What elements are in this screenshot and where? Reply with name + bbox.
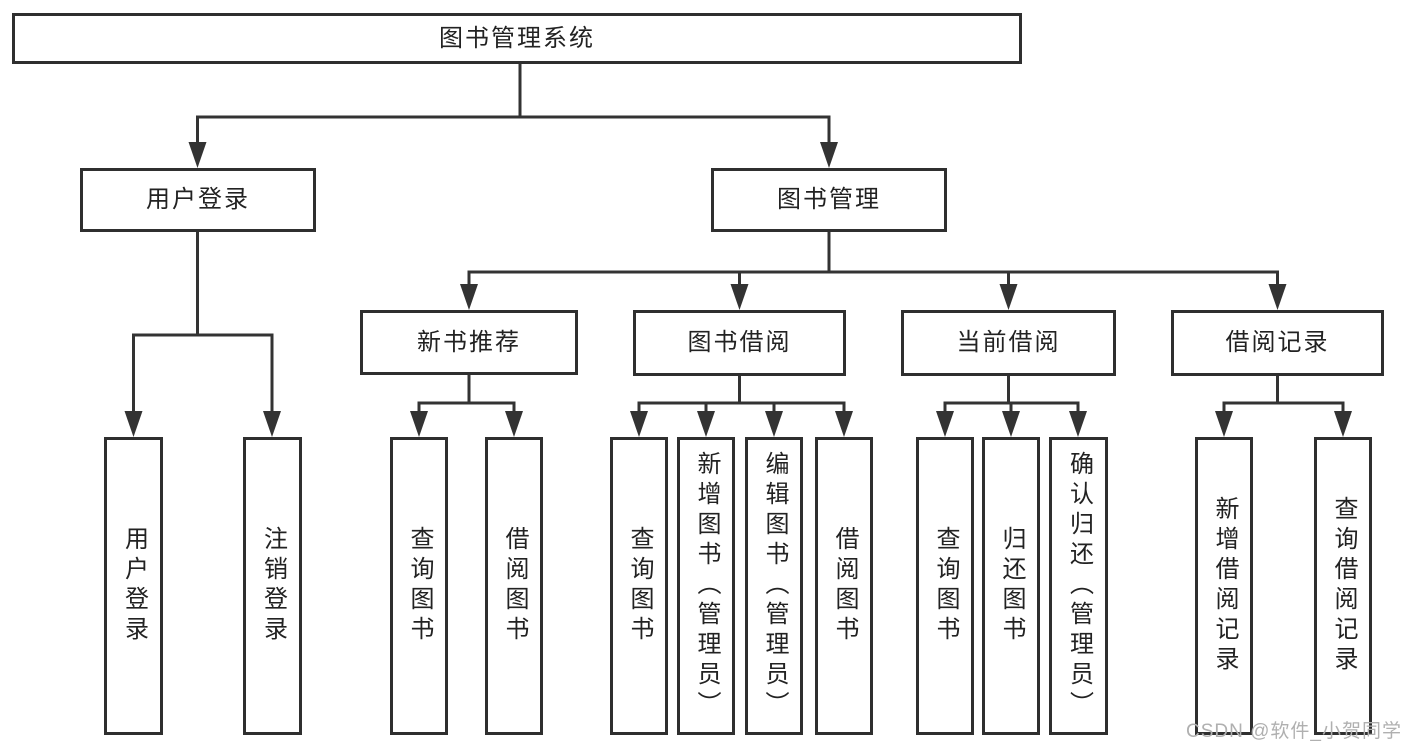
node-user-login-label: 用户登录 xyxy=(146,186,250,213)
leaf-logout: 注销登录 xyxy=(243,437,302,735)
node-current-borrow-label: 当前借阅 xyxy=(956,329,1061,356)
leaf-borrow-edit-books-admin: 编辑图书（管理员） xyxy=(745,437,803,735)
leaf-logout-label: 注销登录 xyxy=(259,526,287,646)
node-root: 图书管理系统 xyxy=(12,13,1022,64)
leaf-recommend-query-books-label: 查询图书 xyxy=(406,526,433,646)
leaf-recommend-borrow-books: 借阅图书 xyxy=(485,437,543,735)
leaf-records-add-record-label: 新增借阅记录 xyxy=(1211,496,1238,676)
leaf-borrow-edit-books-admin-label: 编辑图书（管理员） xyxy=(761,451,788,721)
node-book-management-label: 图书管理 xyxy=(777,186,881,213)
leaf-current-confirm-return-admin: 确认归还（管理员） xyxy=(1049,437,1108,735)
node-new-book-recommend-label: 新书推荐 xyxy=(417,328,521,356)
node-book-borrow-label: 图书借阅 xyxy=(687,329,792,356)
leaf-current-query-books-label: 查询图书 xyxy=(932,526,959,646)
leaf-records-query-record: 查询借阅记录 xyxy=(1314,437,1372,735)
leaf-borrow-add-books-admin-label: 新增图书（管理员） xyxy=(693,451,720,721)
watermark: CSDN @软件_小贺同学 xyxy=(1186,721,1402,742)
connector-current-borrow-group xyxy=(936,373,1087,437)
connector-user-login-group xyxy=(124,230,281,437)
connector-book-management-group xyxy=(460,230,1287,310)
node-user-login: 用户登录 xyxy=(80,168,316,232)
node-root-label: 图书管理系统 xyxy=(439,24,595,52)
connector-root-to-branches xyxy=(188,62,838,168)
leaf-borrow-borrow-books-label: 借阅图书 xyxy=(831,526,858,646)
node-book-borrow: 图书借阅 xyxy=(633,310,846,376)
node-borrow-records-label: 借阅记录 xyxy=(1225,329,1330,356)
leaf-records-query-record-label: 查询借阅记录 xyxy=(1330,496,1357,676)
leaf-borrow-query-books: 查询图书 xyxy=(610,437,668,735)
leaf-recommend-borrow-books-label: 借阅图书 xyxy=(501,526,528,646)
connector-new-book-recommend-group xyxy=(410,373,523,437)
node-borrow-records: 借阅记录 xyxy=(1171,310,1384,376)
connector-book-borrow-group xyxy=(630,373,853,437)
leaf-current-return-books: 归还图书 xyxy=(982,437,1040,735)
leaf-borrow-add-books-admin: 新增图书（管理员） xyxy=(677,437,735,735)
leaf-recommend-query-books: 查询图书 xyxy=(390,437,448,735)
leaf-records-add-record: 新增借阅记录 xyxy=(1195,437,1253,735)
node-new-book-recommend: 新书推荐 xyxy=(360,310,578,375)
node-current-borrow: 当前借阅 xyxy=(901,310,1116,376)
leaf-user-login: 用户登录 xyxy=(104,437,163,735)
leaf-borrow-query-books-label: 查询图书 xyxy=(626,526,653,646)
leaf-current-return-books-label: 归还图书 xyxy=(998,526,1025,646)
node-book-management: 图书管理 xyxy=(711,168,947,232)
leaf-user-login-label: 用户登录 xyxy=(120,526,148,646)
leaf-current-confirm-return-admin-label: 确认归还（管理员） xyxy=(1065,451,1093,721)
leaf-borrow-borrow-books: 借阅图书 xyxy=(815,437,873,735)
leaf-current-query-books: 查询图书 xyxy=(916,437,974,735)
connector-borrow-records-group xyxy=(1215,373,1352,437)
